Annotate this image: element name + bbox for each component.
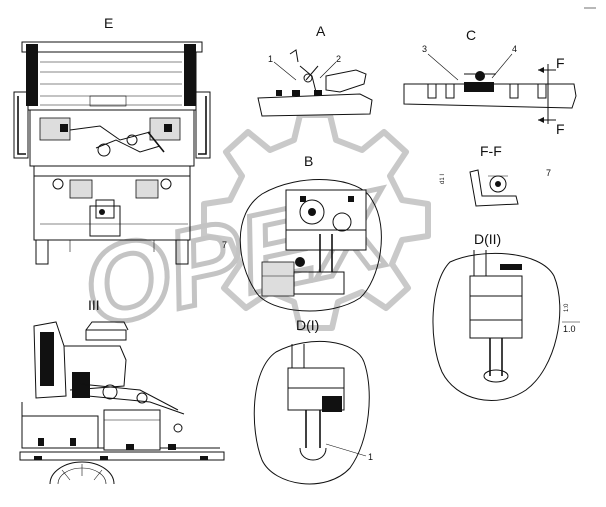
section-f-top-label: F [556,55,565,71]
view-c-drawing: C 3 4 F F [403,27,577,137]
view-a-label: A [316,23,326,39]
section-ff-side-note: d1 I [440,174,446,184]
view-d2-drawing: D(II) 1:0 1.0 [432,231,580,401]
view-b-drawing: B 7 [222,153,382,312]
callout-a1: 1 [268,54,273,64]
view-b-callout-7: 7 [222,240,227,250]
view-iii-label: III [88,297,100,313]
view-d2-label: D(II) [474,231,501,247]
view-d1-drawing: D(I) 1 [253,317,373,485]
view-d1-label: D(I) [296,317,319,333]
view-iii-drawing: III [19,297,225,485]
callout-c3: 3 [422,44,427,54]
view-c-label: C [466,27,476,43]
section-ff-callout-7: 7 [546,168,551,178]
section-f-bottom-label: F [556,121,565,137]
view-d2-scale-note: 1:0 [564,303,570,312]
section-ff-label: F-F [480,143,502,159]
view-a-drawing: A 1 2 [257,23,373,117]
view-e-drawing: E [13,15,211,265]
view-d1-callout-1: 1 [368,452,373,462]
callout-a2: 2 [336,54,341,64]
watermark-logo: OPEX [70,112,431,353]
callout-c4: 4 [512,44,517,54]
view-e-label: E [104,15,113,31]
section-ff-drawing: F-F 7 d1 I [440,143,551,207]
view-d2-ratio-note: 1.0 [563,324,576,334]
view-b-label: B [304,153,313,169]
